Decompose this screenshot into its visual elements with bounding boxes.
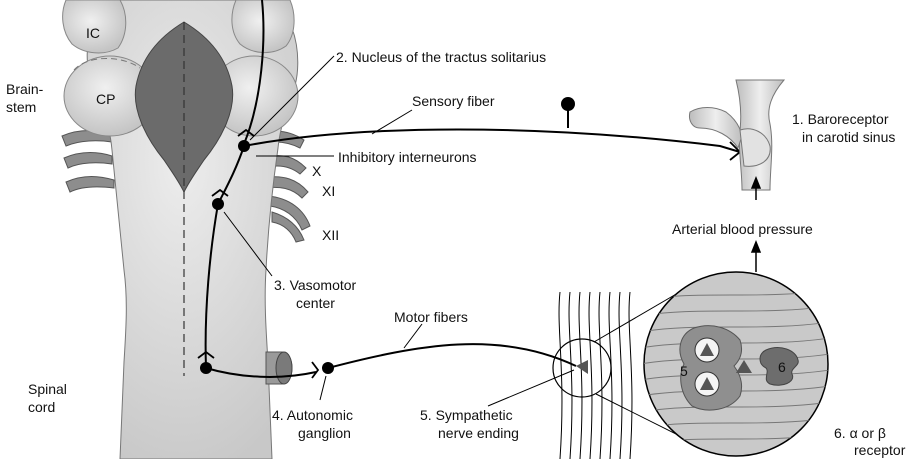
carotid-sinus <box>689 80 784 190</box>
smooth-muscle <box>559 292 632 459</box>
label-nerve-xii: XII <box>322 227 339 243</box>
label-ic: IC <box>86 25 100 41</box>
label-motor-fibers: Motor fibers <box>394 309 468 325</box>
label-nucleus: 2. Nucleus of the tractus solitarius <box>336 49 546 65</box>
leader-motor <box>404 324 422 348</box>
sensory-fiber-line <box>244 130 740 153</box>
carotid-branch <box>689 108 742 149</box>
leader-ganglion <box>320 376 326 400</box>
label-nerve-x: X <box>312 163 322 179</box>
label-receptor-2: receptor <box>854 442 906 458</box>
label-baroreceptor-1: 1. Baroreceptor <box>792 111 889 127</box>
spinal-nerve-end <box>276 352 292 384</box>
label-sympathetic-2: nerve ending <box>438 425 519 441</box>
neuron-vasomotor <box>212 198 224 210</box>
label-cp: CP <box>96 91 115 107</box>
label-sympathetic-1: 5. Sympathetic <box>420 407 513 423</box>
neuron-sensory-ganglion <box>561 97 575 111</box>
neuron-nts <box>238 140 250 152</box>
synapse-ganglion <box>312 362 318 378</box>
motor-fiber-line <box>328 344 576 368</box>
label-inset-5: 5 <box>680 363 688 379</box>
label-inset-6: 6 <box>778 359 786 375</box>
label-brainstem-1: Brain- <box>6 81 44 97</box>
brainstem <box>62 0 310 459</box>
label-autonomic-2: ganglion <box>298 425 351 441</box>
label-brainstem-2: stem <box>6 99 36 115</box>
label-receptor-1: 6. α or β <box>834 425 886 441</box>
neuron-ganglion <box>322 362 334 374</box>
label-baroreceptor-2: in carotid sinus <box>802 129 895 145</box>
receptor-inset <box>640 272 830 456</box>
label-spinal-1: Spinal <box>28 381 67 397</box>
label-sensory-fiber: Sensory fiber <box>412 93 495 109</box>
label-inhibitory: Inhibitory interneurons <box>338 149 477 165</box>
label-spinal-2: cord <box>28 399 55 415</box>
label-vasomotor-2: center <box>296 295 335 311</box>
label-vasomotor-1: 3. Vasomotor <box>274 277 357 293</box>
nerve-ending-small <box>576 360 588 374</box>
neuron-spinal <box>200 362 212 374</box>
label-autonomic-1: 4. Autonomic <box>272 407 353 423</box>
label-arterial: Arterial blood pressure <box>672 221 813 237</box>
label-nerve-xi: XI <box>322 183 335 199</box>
